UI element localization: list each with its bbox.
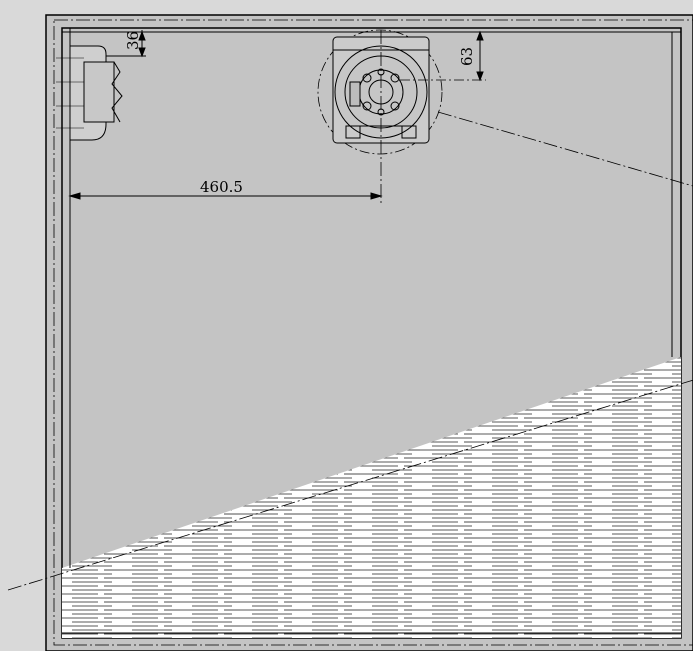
leader-line (437, 111, 693, 187)
dimension-top-left (106, 30, 146, 58)
dimension-top-left-label: 36 (124, 31, 142, 50)
round-fixture-plate-icon (317, 29, 443, 155)
dimension-top-right-label: 63 (458, 47, 476, 66)
wall-bracket-icon (56, 45, 123, 141)
dimension-width (68, 192, 383, 200)
dash-dot-border (53, 19, 693, 646)
dimension-width-label: 460.5 (200, 178, 243, 196)
dimension-top-right (476, 30, 484, 82)
hatched-region (62, 357, 681, 638)
section-line (7, 379, 693, 591)
